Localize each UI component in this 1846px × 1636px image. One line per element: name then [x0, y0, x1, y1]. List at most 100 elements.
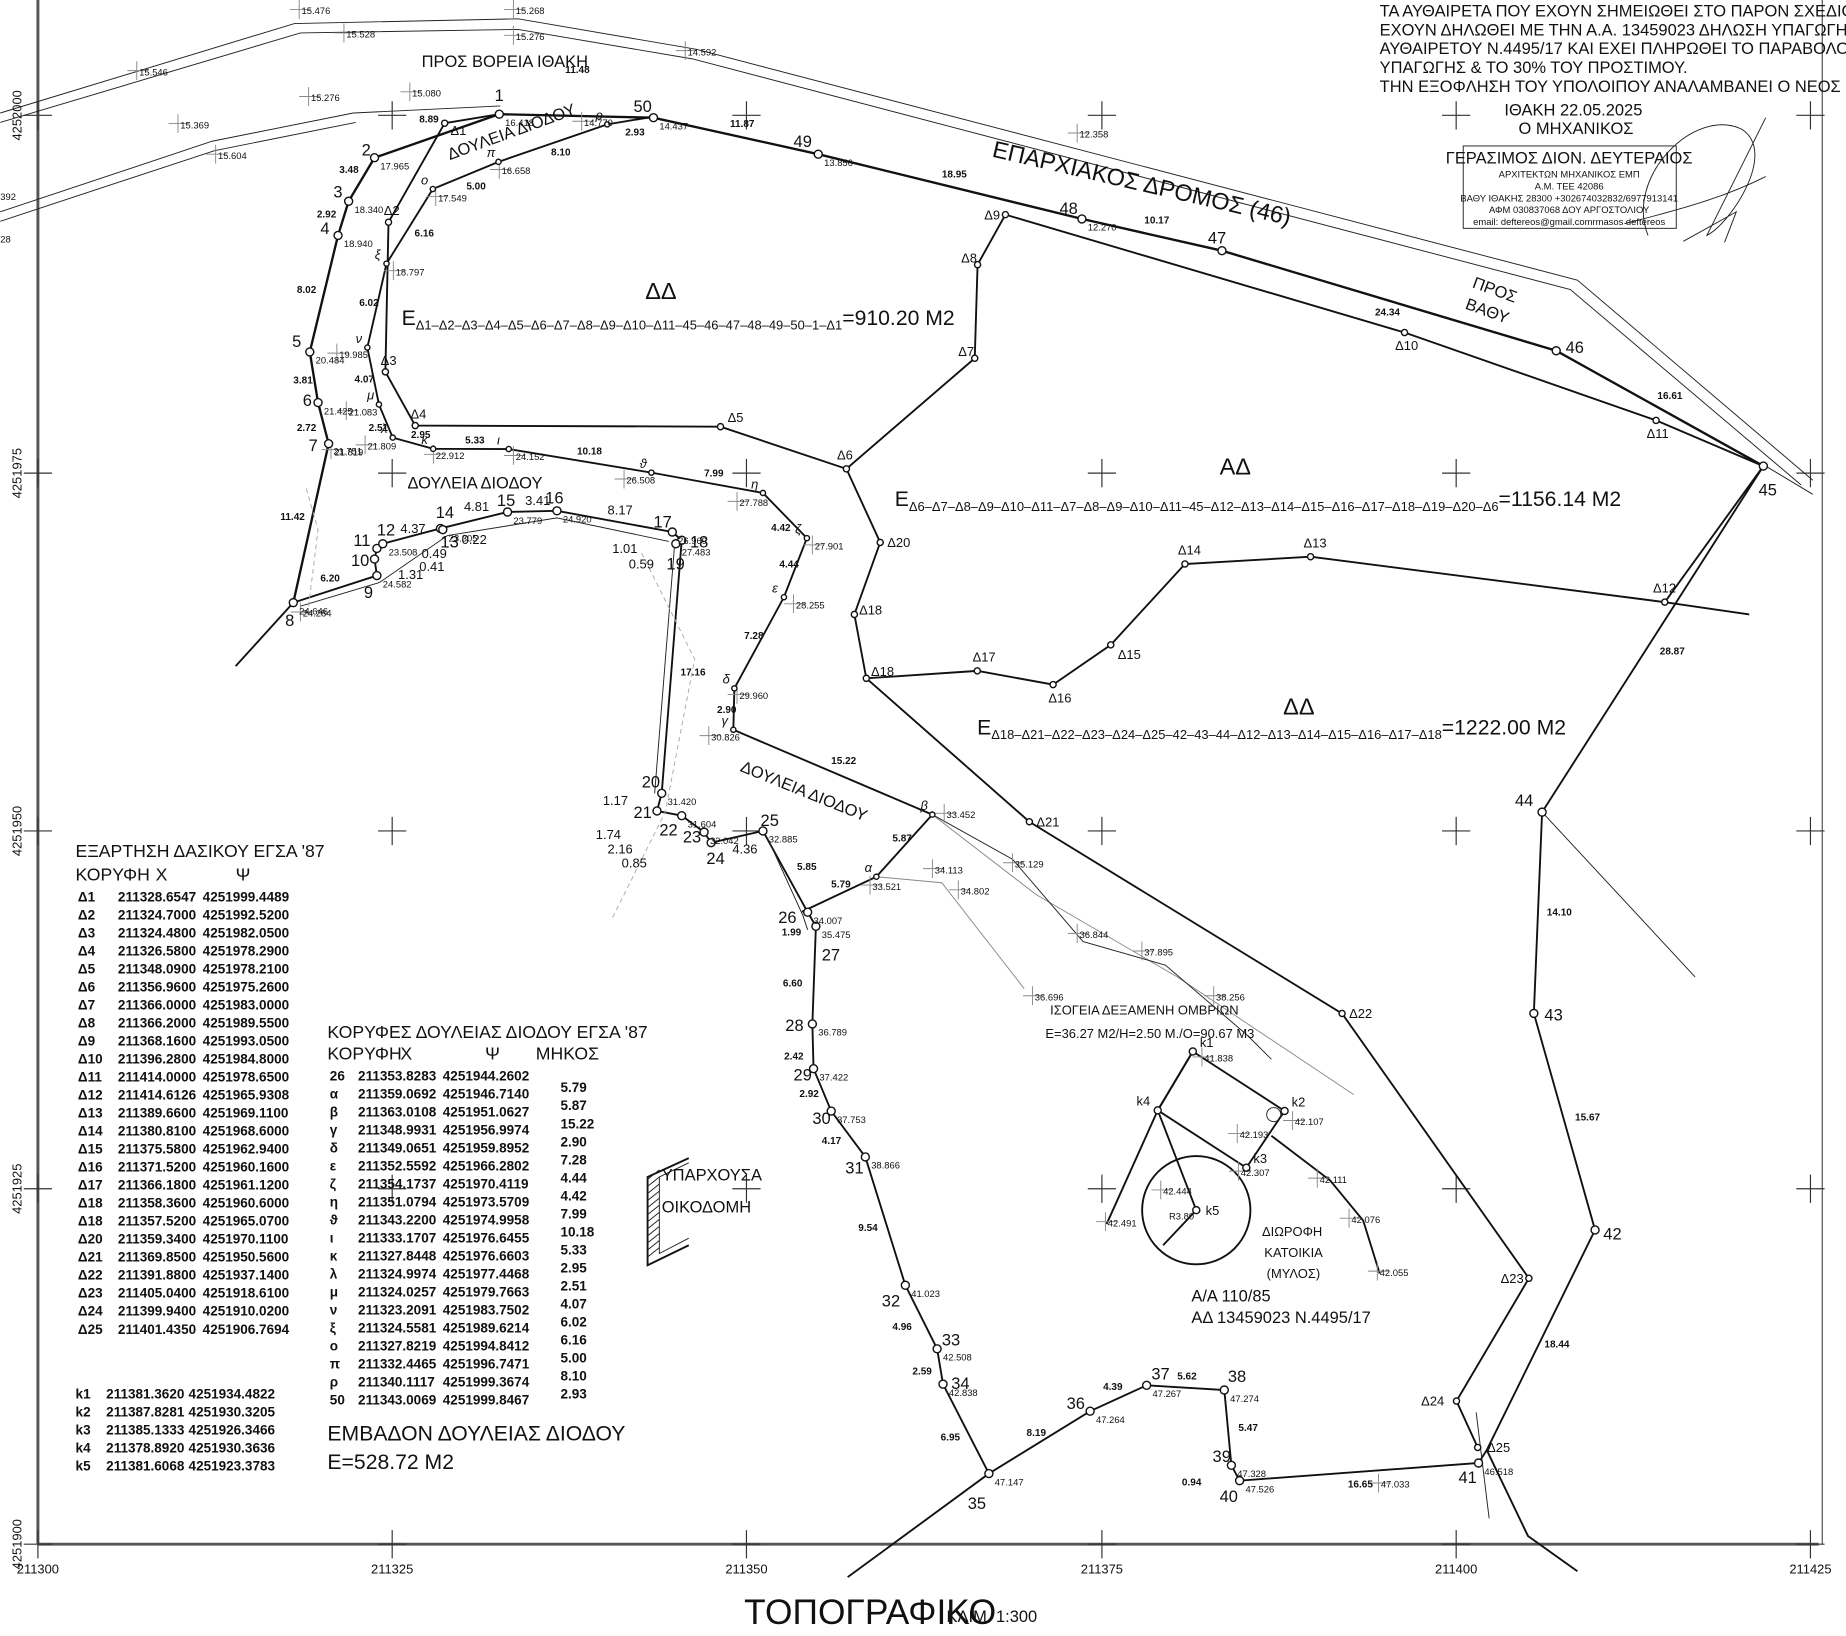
table-cell-id: ι [330, 1231, 334, 1246]
point-elevation: 13.856 [824, 157, 853, 168]
spot-height-cross [290, 602, 313, 622]
grid-cross [378, 459, 407, 488]
table-cell-y: 4251923.3783 [189, 1458, 276, 1473]
spot-height: 14.770 [584, 117, 613, 128]
segment-length: 8.17 [608, 502, 633, 517]
grid-cross [378, 1530, 407, 1559]
table-cell-id: 26 [330, 1068, 346, 1083]
table-cell-x: 211389.6600 [118, 1106, 196, 1121]
table-cell-y: 4251937.1400 [203, 1268, 289, 1283]
table-cell-y: 4251966.2802 [443, 1159, 529, 1174]
boundary-point [699, 827, 709, 837]
terrain-edge [1270, 1135, 1381, 1274]
table-cell-length: 2.90 [560, 1134, 586, 1149]
point-elevation: 27.483 [682, 547, 711, 558]
segment-length: 3.81 [293, 376, 313, 387]
boundary-point [1077, 214, 1087, 224]
table-cell-y: 4251965.0700 [203, 1214, 289, 1229]
table-cell-id: ξ [330, 1321, 337, 1336]
table-cell-x: 211401.4350 [118, 1322, 196, 1337]
table-cell-y: 4251982.0500 [203, 926, 289, 941]
boundary-point-label: 49 [794, 133, 812, 151]
spot-height-cross [127, 61, 149, 81]
terrain-line-2 [932, 814, 1272, 1060]
boundary-point-label: 38 [1228, 1368, 1246, 1386]
k-point [1188, 1047, 1198, 1056]
table-cell-x: 211414.0000 [118, 1070, 196, 1085]
radius-line [1162, 1209, 1197, 1246]
delta-point-label: Δ14 [1178, 543, 1201, 558]
table-cell-y: 4251989.6214 [443, 1321, 530, 1336]
area-value: =910.20 Μ2 [842, 307, 954, 330]
spot-height-cross [503, 446, 526, 465]
easement-area-value: Ε=528.72 Μ2 [327, 1451, 454, 1474]
table-cell-length: 4.44 [560, 1170, 587, 1185]
label-easement: ΔΟΥΛΕΙΑ ΔΙΟΔΟΥ [738, 758, 870, 825]
easement-point [648, 469, 655, 476]
table-cell-id: Δ6 [78, 980, 96, 995]
hatch-line [647, 1218, 660, 1230]
boundary-point [811, 921, 821, 931]
table-cell-y: 4251968.6000 [203, 1124, 289, 1139]
easement-table-header: Χ [400, 1043, 412, 1063]
spot-height: 42.111 [1320, 1174, 1347, 1185]
segment-length: 2.92 [799, 1089, 819, 1100]
spot-height: 21.751 [333, 445, 362, 456]
spot-height: 41.838 [1204, 1053, 1233, 1064]
hatch-line [647, 1211, 660, 1223]
easement-point [364, 344, 371, 351]
engineer-label: Ο ΜΗΧΑΝΙΚΟΣ [1519, 120, 1634, 138]
table-cell-length: 2.51 [560, 1278, 587, 1293]
boundary-extension [234, 601, 295, 667]
delta-table-header: Χ [156, 864, 168, 884]
label-easement: ΔΟΥΛΕΙΑ ΔΙΟΔΟΥ [407, 474, 542, 492]
point-elevation: 34.007 [814, 915, 843, 926]
grid-cross [378, 816, 407, 846]
table-cell-x: 211387.8281 [106, 1404, 185, 1419]
delta-point [1525, 1274, 1533, 1283]
point-elevation: 32.042 [710, 835, 739, 846]
spot-height: 37.895 [1144, 947, 1173, 958]
spot-height-cross [289, 0, 311, 19]
table-cell-y: 4251910.0200 [203, 1304, 289, 1319]
table-cell-length: 8.10 [560, 1368, 586, 1383]
hatch-line [647, 1169, 660, 1180]
table-cell-x: 211333.1707 [358, 1231, 436, 1246]
delta-point-label: Δ16 [1048, 690, 1071, 705]
boundary-point [378, 539, 388, 549]
spot-height: 38.256 [1216, 991, 1245, 1002]
easement-point [375, 401, 383, 408]
grid-cross [1087, 459, 1117, 488]
table-cell-x: 211332.4465 [358, 1357, 437, 1372]
table-cell-x: 211366.2000 [118, 1016, 196, 1031]
boundary-point [671, 539, 681, 549]
segment-length: 2.92 [317, 210, 337, 221]
spot-height: 15.268 [516, 5, 545, 16]
label-house: (ΜΥΛΟΣ) [1267, 1266, 1320, 1281]
boundary-point-label: 20 [642, 773, 660, 791]
place-date: ΙΘΑΚΗ 22.05.2025 [1504, 101, 1642, 119]
table-cell-id: π [330, 1357, 340, 1372]
spot-height: 36.696 [1035, 991, 1064, 1002]
point-elevation: 47.264 [1096, 1414, 1125, 1425]
area-name: ΔΔ [645, 278, 676, 304]
table-cell-y: 4251918.6100 [203, 1286, 289, 1301]
boundary-point [333, 230, 343, 241]
grid-cross [1087, 816, 1117, 846]
segment-length: 4.36 [732, 841, 757, 856]
table-cell-id: Δ5 [78, 962, 96, 977]
point-elevation: 16.418 [505, 117, 534, 128]
k-point-label: k5 [1206, 1203, 1220, 1218]
delta-line-division [866, 555, 1750, 686]
area-vertices: Δ6–Δ7–Δ8–Δ9–Δ10–Δ11–Δ7–Δ8–Δ9–Δ10–Δ11–45–… [909, 499, 1499, 514]
boundary-point [552, 506, 562, 516]
segment-length: 4.17 [822, 1136, 842, 1147]
spot-height-cross [1204, 986, 1226, 1006]
table-cell-id: Δ22 [78, 1268, 103, 1283]
segment-length: 0.41 [419, 559, 444, 574]
table-cell-length: 10.18 [560, 1224, 594, 1239]
easement-point [603, 121, 611, 128]
table-cell-y: 4251965.9308 [203, 1088, 290, 1103]
segment-length: 6.60 [783, 978, 803, 989]
delta-point-label: Δ9 [984, 207, 1000, 222]
